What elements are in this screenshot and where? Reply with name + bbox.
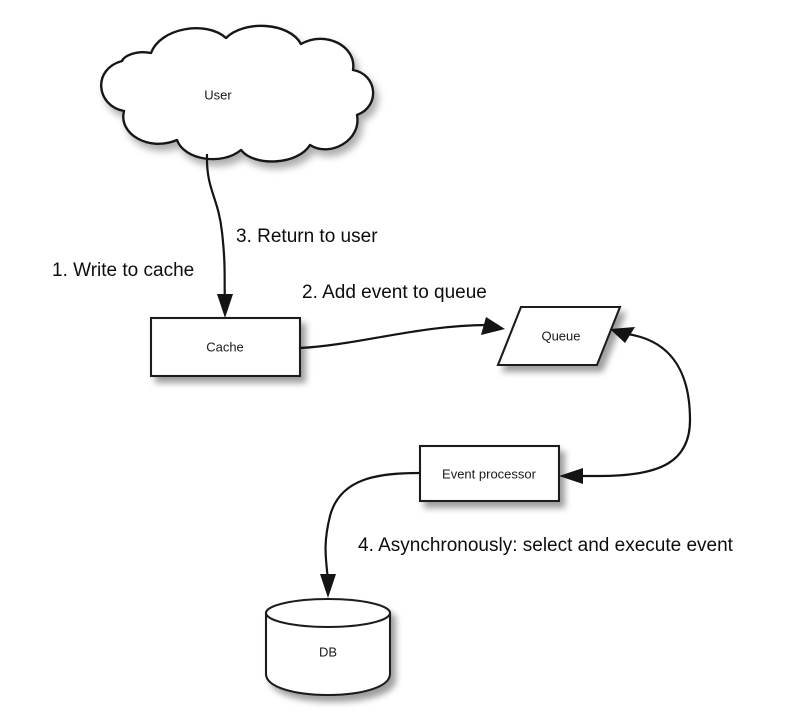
edge-processor-to-db[interactable]: [320, 471, 421, 598]
node-db[interactable]: DB: [264, 597, 392, 697]
edge-queue-to-processor[interactable]: [559, 468, 600, 484]
edge-user-to-cache-line: [205, 153, 227, 306]
cloud-shape: [100, 24, 375, 163]
step-label-1: 1. Write to cache: [52, 260, 194, 281]
node-queue-label: Queue: [541, 328, 580, 343]
node-user-label: User: [204, 87, 232, 102]
node-db-label: DB: [319, 644, 337, 659]
node-user[interactable]: User: [100, 24, 375, 163]
node-queue[interactable]: Queue: [496, 305, 622, 367]
node-cache[interactable]: Cache: [149, 316, 302, 378]
edge-user-to-cache-arrowhead: [217, 294, 233, 318]
edge-processor-to-queue-line: [599, 332, 692, 478]
edge-processor-to-db-line: [324, 471, 421, 584]
db-body-shape: [264, 611, 392, 697]
step-label-3: 3. Return to user: [236, 226, 378, 247]
node-event-processor[interactable]: Event processor: [418, 444, 561, 503]
node-cache-label: Cache: [206, 339, 244, 354]
edge-cache-to-queue-arrowhead: [481, 317, 505, 335]
edge-cache-to-queue[interactable]: [299, 317, 505, 350]
edge-cache-to-queue-line: [299, 323, 489, 350]
edge-processor-to-queue[interactable]: [599, 327, 692, 478]
edge-user-to-cache[interactable]: [205, 153, 233, 318]
db-top-shape: [264, 597, 392, 629]
edge-processor-to-db-arrowhead: [320, 574, 336, 598]
edge-processor-to-queue-arrowhead: [610, 327, 635, 343]
step-label-2: 2. Add event to queue: [302, 282, 487, 303]
step-label-4: 4. Asynchronously: select and execute ev…: [358, 535, 734, 556]
cache-shape: [149, 316, 302, 378]
queue-shape: [496, 305, 622, 367]
edge-queue-to-processor-arrowhead: [559, 468, 583, 484]
node-event-processor-label: Event processor: [442, 466, 537, 481]
